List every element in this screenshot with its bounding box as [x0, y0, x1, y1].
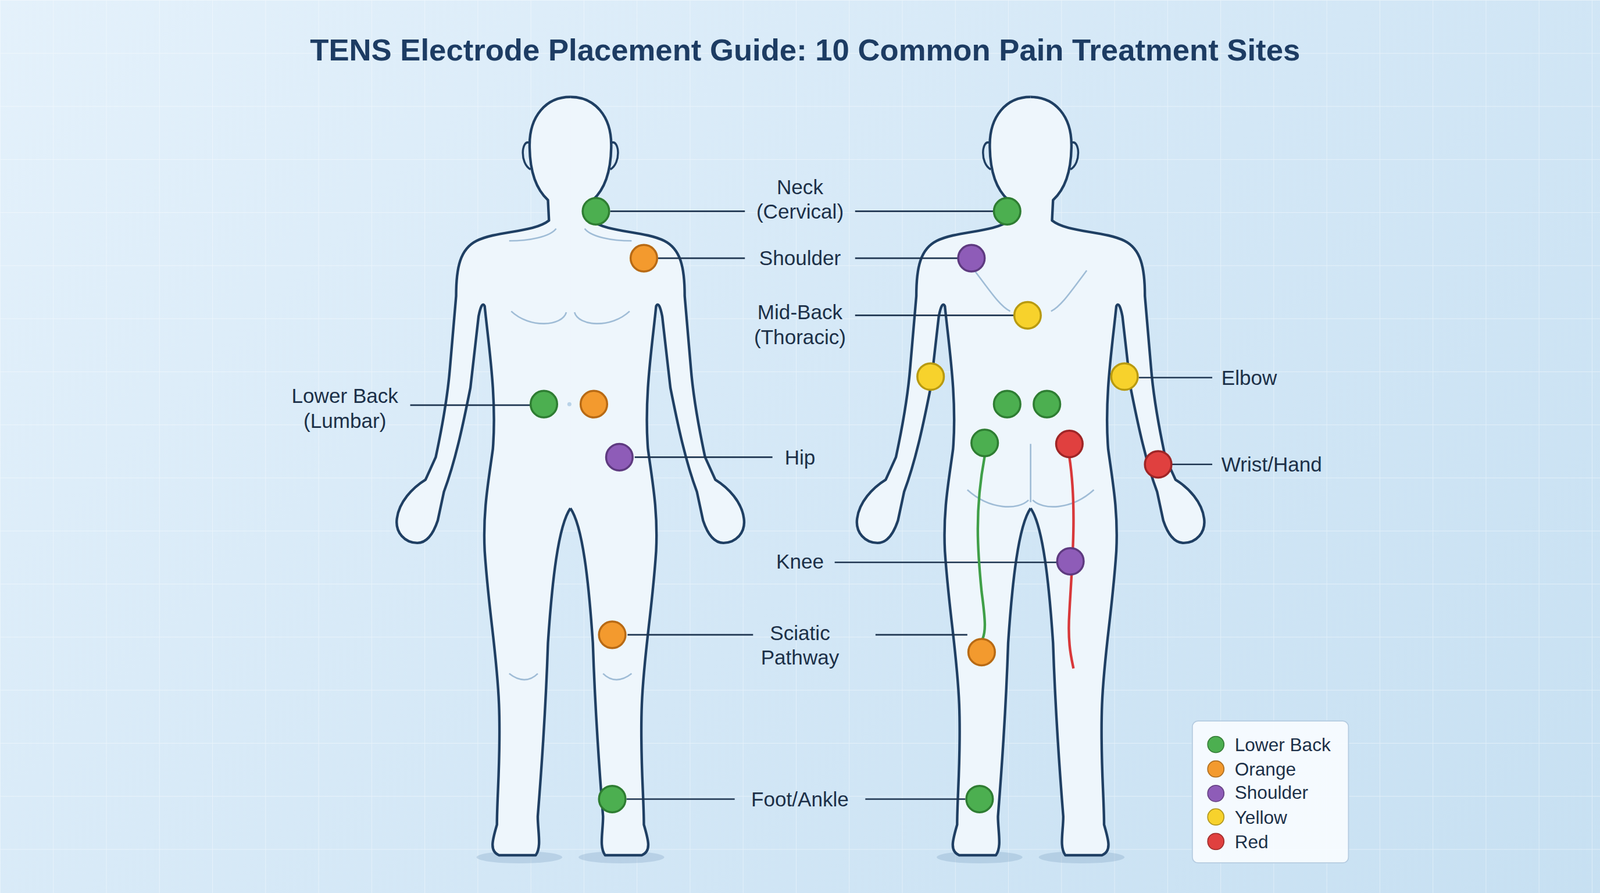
- legend-box: Lower BackOrangeShoulderYellowRed: [1191, 720, 1349, 864]
- electrodes: [530, 198, 1172, 813]
- leader-line: [855, 257, 960, 260]
- electrode-dot: [993, 198, 1021, 225]
- leader-line: [875, 634, 968, 637]
- site-label: Wrist/Hand: [1221, 452, 1375, 477]
- leader-line: [658, 257, 745, 260]
- electrode-dot: [1056, 548, 1084, 575]
- electrode-dot: [606, 444, 634, 471]
- ear: [983, 142, 991, 170]
- electrode-dot: [971, 429, 999, 457]
- body-outline: [1030, 97, 1205, 856]
- leader-line: [1138, 376, 1213, 379]
- diagram-title: TENS Electrode Placement Guide: 10 Commo…: [5, 31, 1600, 69]
- legend-text: Orange: [1234, 757, 1296, 781]
- ear: [610, 142, 619, 170]
- electrode-dot: [530, 390, 558, 418]
- legend-text: Lower Back: [1234, 733, 1331, 757]
- leader-line: [634, 456, 773, 459]
- electrode-dot: [1056, 430, 1084, 458]
- legend-item: Yellow: [1206, 805, 1348, 830]
- legend-item: Lower Back: [1206, 732, 1348, 757]
- site-label: Lower Back (Lumbar): [281, 383, 409, 433]
- site-label: Sciatic Pathway: [743, 620, 856, 670]
- site-label: Foot/Ankle: [728, 786, 872, 812]
- leader-line: [410, 404, 531, 407]
- body-outline: [396, 97, 571, 856]
- site-label: Shoulder: [728, 245, 872, 271]
- legend-text: Red: [1234, 830, 1269, 853]
- legend-text: Yellow: [1234, 806, 1288, 830]
- site-label: Mid-Back (Thoracic): [743, 300, 856, 349]
- ear: [522, 142, 531, 170]
- electrode-dot: [582, 198, 610, 225]
- site-label: Hip: [728, 444, 872, 470]
- leader-line: [1171, 463, 1213, 466]
- leader-lines: [410, 211, 1213, 799]
- electrode-dot: [966, 786, 994, 813]
- electrode-dot: [1144, 451, 1172, 478]
- dot-marker: [567, 402, 572, 407]
- legend-item: Orange: [1206, 756, 1348, 782]
- electrode-dot: [993, 390, 1021, 418]
- electrode-dot: [630, 244, 658, 272]
- leader-line: [610, 210, 746, 213]
- leader-line: [855, 210, 995, 213]
- leader-line: [865, 798, 966, 800]
- legend-swatch: [1206, 784, 1225, 802]
- ear: [1070, 142, 1078, 170]
- electrode-dot: [917, 363, 945, 391]
- electrode-dot: [968, 638, 996, 666]
- electrode-dot: [958, 244, 985, 272]
- electrode-dot: [1014, 302, 1042, 330]
- legend-swatch: [1206, 808, 1225, 827]
- site-label: Neck (Cervical): [743, 174, 856, 224]
- site-label: Elbow: [1221, 365, 1375, 390]
- electrode-dot: [580, 390, 608, 418]
- body-detail: [967, 270, 1095, 507]
- leader-line: [834, 561, 1058, 564]
- legend-swatch: [1206, 760, 1225, 778]
- legend-text: Shoulder: [1234, 781, 1309, 805]
- nerve-path: [977, 456, 985, 639]
- legend-item: Red: [1206, 829, 1348, 855]
- electrode-dot: [1111, 363, 1138, 391]
- site-label: Knee: [728, 548, 872, 574]
- legend-swatch: [1206, 736, 1225, 754]
- leader-line: [626, 798, 735, 800]
- electrode-dot: [598, 621, 626, 649]
- legend-item: Shoulder: [1206, 781, 1348, 806]
- leader-line: [627, 634, 753, 637]
- electrode-dot: [1033, 390, 1061, 418]
- leader-line: [855, 314, 1016, 317]
- legend-swatch: [1206, 833, 1225, 851]
- electrode-dot: [598, 786, 626, 813]
